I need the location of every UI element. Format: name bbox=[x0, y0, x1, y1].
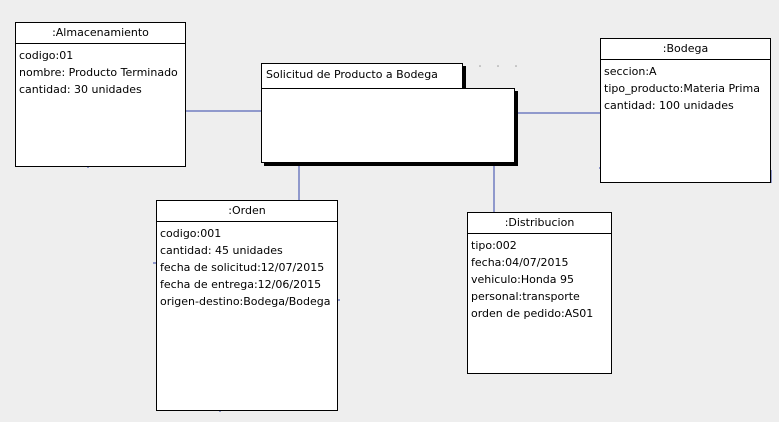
attribute: orden de pedido:AS01 bbox=[471, 307, 594, 320]
grid-dots bbox=[479, 65, 517, 67]
object-almacenamiento[interactable]: :Almacenamiento codigo:01 nombre: Produc… bbox=[15, 22, 186, 167]
package-title: Solicitud de Producto a Bodega bbox=[266, 68, 438, 81]
object-orden[interactable]: :Orden codigo:001 cantidad: 45 unidades … bbox=[156, 200, 338, 411]
attribute: seccion:A bbox=[604, 65, 657, 78]
attribute: fecha de solicitud:12/07/2015 bbox=[160, 261, 325, 274]
attribute: codigo:001 bbox=[160, 227, 222, 240]
object-title: :Distribucion bbox=[468, 213, 611, 234]
attribute-list: tipo:002 fecha:04/07/2015 vehiculo:Honda… bbox=[468, 234, 611, 322]
object-bodega[interactable]: :Bodega seccion:A tipo_producto:Materia … bbox=[600, 38, 771, 183]
package-tab[interactable]: Solicitud de Producto a Bodega bbox=[261, 63, 463, 89]
attribute: codigo:01 bbox=[19, 49, 74, 62]
attribute: vehiculo:Honda 95 bbox=[471, 273, 575, 286]
attribute-list: codigo:01 nombre: Producto Terminado can… bbox=[16, 44, 185, 98]
attribute: origen-destino:Bodega/Bodega bbox=[160, 295, 331, 308]
attribute: tipo:002 bbox=[471, 239, 517, 252]
attribute: nombre: Producto Terminado bbox=[19, 66, 178, 79]
attribute: cantidad: 30 unidades bbox=[19, 83, 142, 96]
object-distribucion[interactable]: :Distribucion tipo:002 fecha:04/07/2015 … bbox=[467, 212, 612, 374]
attribute: fecha:04/07/2015 bbox=[471, 256, 569, 269]
object-title: :Almacenamiento bbox=[16, 23, 185, 44]
attribute: fecha de entrega:12/06/2015 bbox=[160, 278, 322, 291]
object-title: :Bodega bbox=[601, 39, 770, 60]
attribute: cantidad: 45 unidades bbox=[160, 244, 283, 257]
attribute: tipo_producto:Materia Prima bbox=[604, 82, 760, 95]
package-body[interactable] bbox=[261, 88, 515, 163]
attribute: cantidad: 100 unidades bbox=[604, 99, 734, 112]
attribute: personal:transporte bbox=[471, 290, 580, 303]
attribute-list: seccion:A tipo_producto:Materia Prima ca… bbox=[601, 60, 770, 114]
attribute-list: codigo:001 cantidad: 45 unidades fecha d… bbox=[157, 222, 337, 310]
object-title: :Orden bbox=[157, 201, 337, 222]
